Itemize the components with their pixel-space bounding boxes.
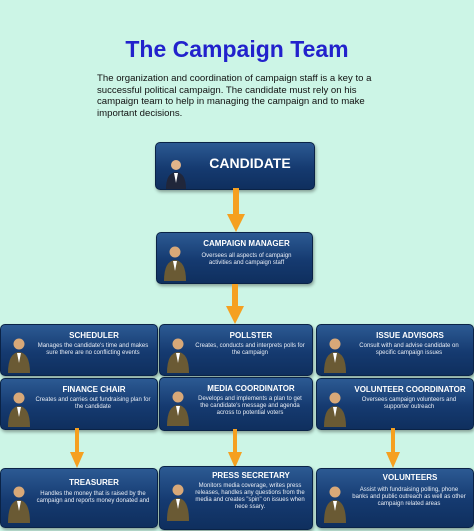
issue-advisors-desc: Consult with and advise candidate on spe…: [359, 343, 459, 356]
campaign-manager-label: CAMPAIGN MANAGER: [203, 239, 290, 248]
finance-chair-label: FINANCE CHAIR: [62, 385, 126, 394]
volunteer-coordinator-box: VOLUNTEER COORDINATOR Oversees campaign …: [316, 378, 474, 430]
campaign-manager-desc: Oversees all aspects of campaign activit…: [201, 253, 292, 266]
person-icon: [167, 338, 189, 373]
intro-text: The organization and coordination of cam…: [97, 73, 372, 119]
media-coordinator-label: MEDIA COORDINATOR: [207, 384, 295, 393]
press-secretary-desc: Monitors media coverage, writes press re…: [195, 483, 305, 510]
person-icon: [164, 246, 186, 281]
finance-chair-desc: Creates and carries out fundraising plan…: [35, 397, 151, 410]
treasurer-label: TREASURER: [69, 478, 119, 487]
person-icon: [8, 392, 30, 427]
pollster-box: POLLSTER Creates, conducts and interpret…: [159, 324, 313, 376]
volunteer-coordinator-label: VOLUNTEER COORDINATOR: [354, 385, 466, 394]
campaign-manager-box: CAMPAIGN MANAGER Oversees all aspects of…: [156, 232, 313, 284]
scheduler-box: SCHEDULER Manages the candidate's time a…: [0, 324, 158, 376]
scheduler-desc: Manages the candidate's time and makes s…: [37, 343, 149, 356]
person-icon: [8, 486, 30, 523]
issue-advisors-label: ISSUE ADVISORS: [376, 331, 444, 340]
arrow-down-icon: [386, 428, 400, 468]
person-icon: [324, 338, 346, 373]
arrow-down-icon: [226, 284, 244, 324]
page-title: The Campaign Team: [125, 36, 349, 62]
pollster-label: POLLSTER: [229, 331, 273, 340]
arrow-down-icon: [228, 429, 242, 468]
issue-advisors-box: ISSUE ADVISORS Consult with and advise c…: [316, 324, 474, 376]
scheduler-label: SCHEDULER: [69, 331, 119, 340]
person-icon: [167, 484, 189, 521]
person-icon: [324, 392, 346, 427]
arrow-down-icon: [227, 188, 245, 232]
candidate-box: CANDIDATE: [155, 142, 315, 190]
media-coordinator-desc: Develops and implements a plan to get th…: [198, 396, 302, 416]
arrow-down-icon: [70, 428, 84, 468]
person-icon: [166, 160, 186, 189]
media-coordinator-box: MEDIA COORDINATOR Develops and implement…: [159, 377, 313, 431]
volunteer-coordinator-desc: Oversees campaign volunteers and support…: [361, 397, 457, 410]
treasurer-box: TREASURER Handles the money that is rais…: [0, 468, 158, 528]
volunteers-box: VOLUNTEERS Assist with fundraising polli…: [316, 468, 474, 528]
press-secretary-box: PRESS SECRETARY Monitors media coverage,…: [159, 466, 313, 530]
person-icon: [324, 486, 346, 523]
finance-chair-box: FINANCE CHAIR Creates and carries out fu…: [0, 378, 158, 430]
treasurer-desc: Handles the money that is raised by the …: [36, 491, 150, 504]
person-icon: [8, 338, 30, 373]
volunteers-label: VOLUNTEERS: [382, 473, 438, 482]
press-secretary-label: PRESS SECRETARY: [212, 471, 290, 480]
volunteers-desc: Assist with fundraising polling, phone b…: [352, 487, 466, 507]
candidate-label: CANDIDATE: [209, 155, 291, 171]
pollster-desc: Creates, conducts and interprets polls f…: [195, 343, 305, 356]
person-icon: [167, 391, 189, 426]
